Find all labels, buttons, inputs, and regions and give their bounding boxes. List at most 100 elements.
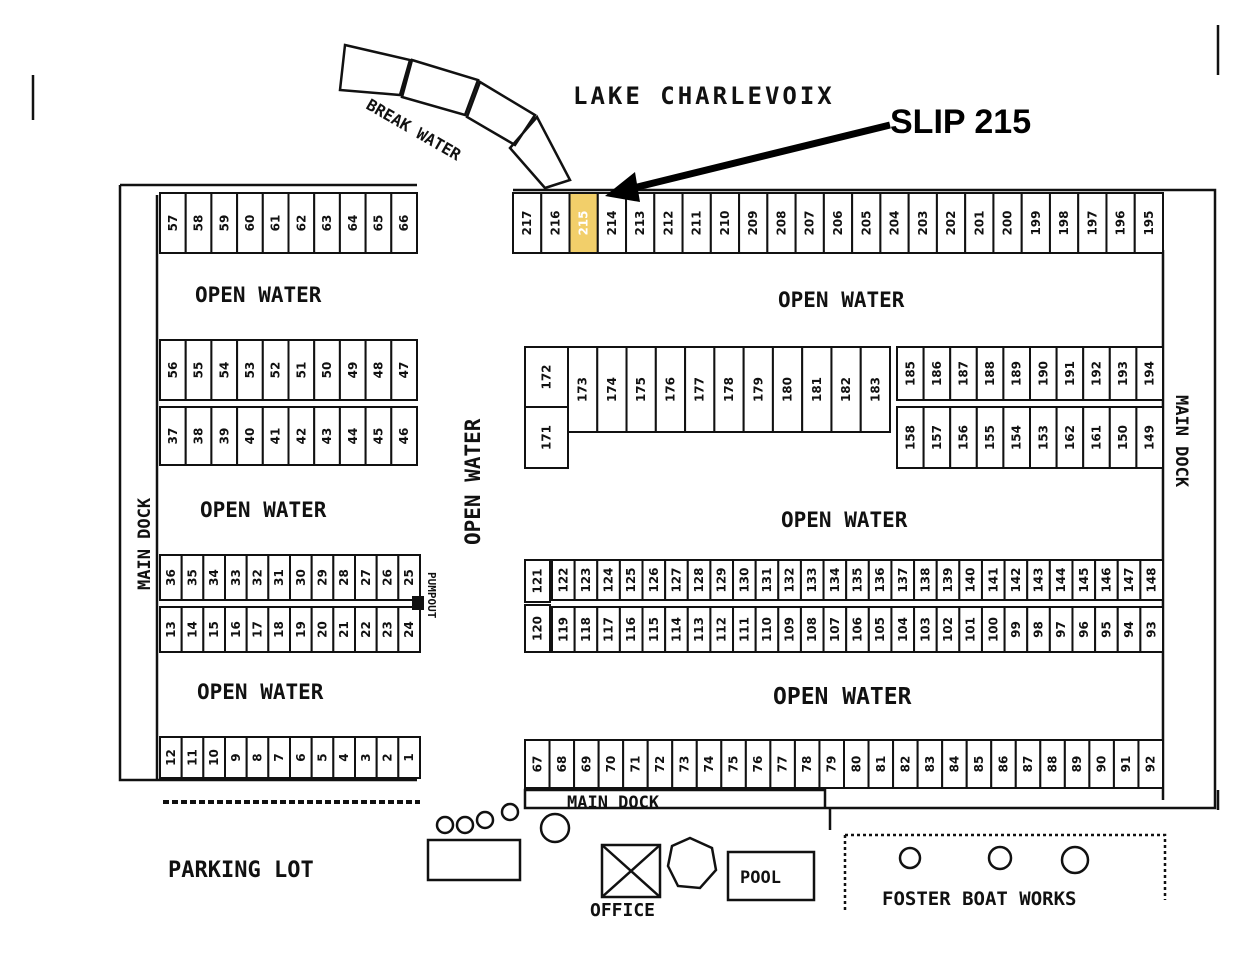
slip-6[interactable]: 6: [289, 736, 313, 779]
slip-50[interactable]: 50: [313, 339, 341, 401]
slip-56[interactable]: 56: [159, 339, 187, 401]
slip-78[interactable]: 78: [793, 739, 821, 789]
slip-204[interactable]: 204: [879, 192, 910, 254]
slip-154[interactable]: 154: [1002, 406, 1032, 469]
slip-91[interactable]: 91: [1112, 739, 1140, 789]
slip-214[interactable]: 214: [596, 192, 628, 254]
slip-183[interactable]: 183: [859, 346, 892, 433]
slip-122[interactable]: 122: [551, 559, 576, 601]
slip-113[interactable]: 113: [686, 606, 712, 653]
slip-102[interactable]: 102: [935, 606, 961, 653]
slip-206[interactable]: 206: [822, 192, 854, 254]
slip-201[interactable]: 201: [964, 192, 995, 254]
slip-84[interactable]: 84: [941, 739, 968, 789]
slip-189[interactable]: 189: [1002, 346, 1032, 401]
slip-108[interactable]: 108: [799, 606, 825, 653]
slip-95[interactable]: 95: [1094, 606, 1119, 653]
slip-173[interactable]: 173: [567, 346, 599, 433]
slip-30[interactable]: 30: [289, 554, 313, 601]
slip-5[interactable]: 5: [310, 736, 335, 779]
slip-101[interactable]: 101: [958, 606, 983, 653]
slip-128[interactable]: 128: [686, 559, 712, 601]
slip-115[interactable]: 115: [641, 606, 667, 653]
slip-130[interactable]: 130: [732, 559, 757, 601]
slip-217[interactable]: 217: [512, 192, 543, 254]
slip-176[interactable]: 176: [654, 346, 687, 433]
slip-86[interactable]: 86: [990, 739, 1017, 789]
slip-47[interactable]: 47: [390, 339, 418, 401]
slip-124[interactable]: 124: [596, 559, 621, 601]
slip-66[interactable]: 66: [390, 192, 418, 254]
slip-36[interactable]: 36: [159, 554, 183, 601]
slip-60[interactable]: 60: [236, 192, 264, 254]
slip-207[interactable]: 207: [794, 192, 825, 254]
slip-105[interactable]: 105: [867, 606, 893, 653]
slip-4[interactable]: 4: [332, 736, 357, 779]
slip-191[interactable]: 191: [1055, 346, 1085, 401]
slip-53[interactable]: 53: [236, 339, 264, 401]
slip-38[interactable]: 38: [184, 406, 213, 466]
slip-213[interactable]: 213: [625, 192, 656, 254]
slip-142[interactable]: 142: [1003, 559, 1029, 601]
slip-145[interactable]: 145: [1071, 559, 1097, 601]
slip-119[interactable]: 119: [551, 606, 576, 653]
slip-127[interactable]: 127: [664, 559, 689, 601]
slip-104[interactable]: 104: [890, 606, 916, 653]
slip-24[interactable]: 24: [397, 606, 422, 653]
slip-114[interactable]: 114: [664, 606, 689, 653]
slip-138[interactable]: 138: [913, 559, 938, 601]
slip-89[interactable]: 89: [1063, 739, 1091, 789]
slip-143[interactable]: 143: [1026, 559, 1051, 601]
slip-45[interactable]: 45: [364, 406, 393, 466]
slip-85[interactable]: 85: [965, 739, 993, 789]
slip-197[interactable]: 197: [1077, 192, 1108, 254]
slip-8[interactable]: 8: [245, 736, 270, 779]
slip-212[interactable]: 212: [653, 192, 684, 254]
slip-150[interactable]: 150: [1108, 406, 1138, 469]
slip-46[interactable]: 46: [390, 406, 418, 466]
slip-171[interactable]: 171: [524, 406, 569, 469]
slip-16[interactable]: 16: [224, 606, 248, 653]
slip-162[interactable]: 162: [1055, 406, 1085, 469]
slip-103[interactable]: 103: [913, 606, 938, 653]
slip-192[interactable]: 192: [1082, 346, 1111, 401]
slip-98[interactable]: 98: [1026, 606, 1051, 653]
slip-55[interactable]: 55: [184, 339, 213, 401]
slip-125[interactable]: 125: [618, 559, 644, 601]
slip-215[interactable]: 215: [568, 192, 599, 254]
slip-112[interactable]: 112: [709, 606, 735, 653]
slip-81[interactable]: 81: [867, 739, 895, 789]
slip-70[interactable]: 70: [597, 739, 625, 789]
slip-194[interactable]: 194: [1135, 346, 1165, 401]
slip-99[interactable]: 99: [1003, 606, 1029, 653]
slip-61[interactable]: 61: [261, 192, 290, 254]
slip-195[interactable]: 195: [1133, 192, 1165, 254]
slip-139[interactable]: 139: [935, 559, 961, 601]
slip-43[interactable]: 43: [313, 406, 341, 466]
slip-193[interactable]: 193: [1108, 346, 1138, 401]
slip-181[interactable]: 181: [801, 346, 833, 433]
slip-65[interactable]: 65: [364, 192, 393, 254]
slip-58[interactable]: 58: [184, 192, 213, 254]
slip-7[interactable]: 7: [267, 736, 292, 779]
slip-33[interactable]: 33: [224, 554, 248, 601]
slip-17[interactable]: 17: [245, 606, 270, 653]
slip-18[interactable]: 18: [267, 606, 292, 653]
slip-71[interactable]: 71: [622, 739, 649, 789]
slip-87[interactable]: 87: [1014, 739, 1042, 789]
slip-107[interactable]: 107: [822, 606, 848, 653]
slip-51[interactable]: 51: [287, 339, 316, 401]
slip-62[interactable]: 62: [287, 192, 316, 254]
slip-22[interactable]: 22: [354, 606, 378, 653]
slip-118[interactable]: 118: [573, 606, 599, 653]
slip-141[interactable]: 141: [980, 559, 1006, 601]
slip-42[interactable]: 42: [287, 406, 316, 466]
slip-83[interactable]: 83: [916, 739, 944, 789]
slip-10[interactable]: 10: [202, 736, 226, 779]
slip-188[interactable]: 188: [975, 346, 1005, 401]
slip-97[interactable]: 97: [1048, 606, 1074, 653]
slip-199[interactable]: 199: [1020, 192, 1051, 254]
slip-1[interactable]: 1: [397, 736, 422, 779]
slip-177[interactable]: 177: [684, 346, 716, 433]
slip-156[interactable]: 156: [949, 406, 978, 469]
